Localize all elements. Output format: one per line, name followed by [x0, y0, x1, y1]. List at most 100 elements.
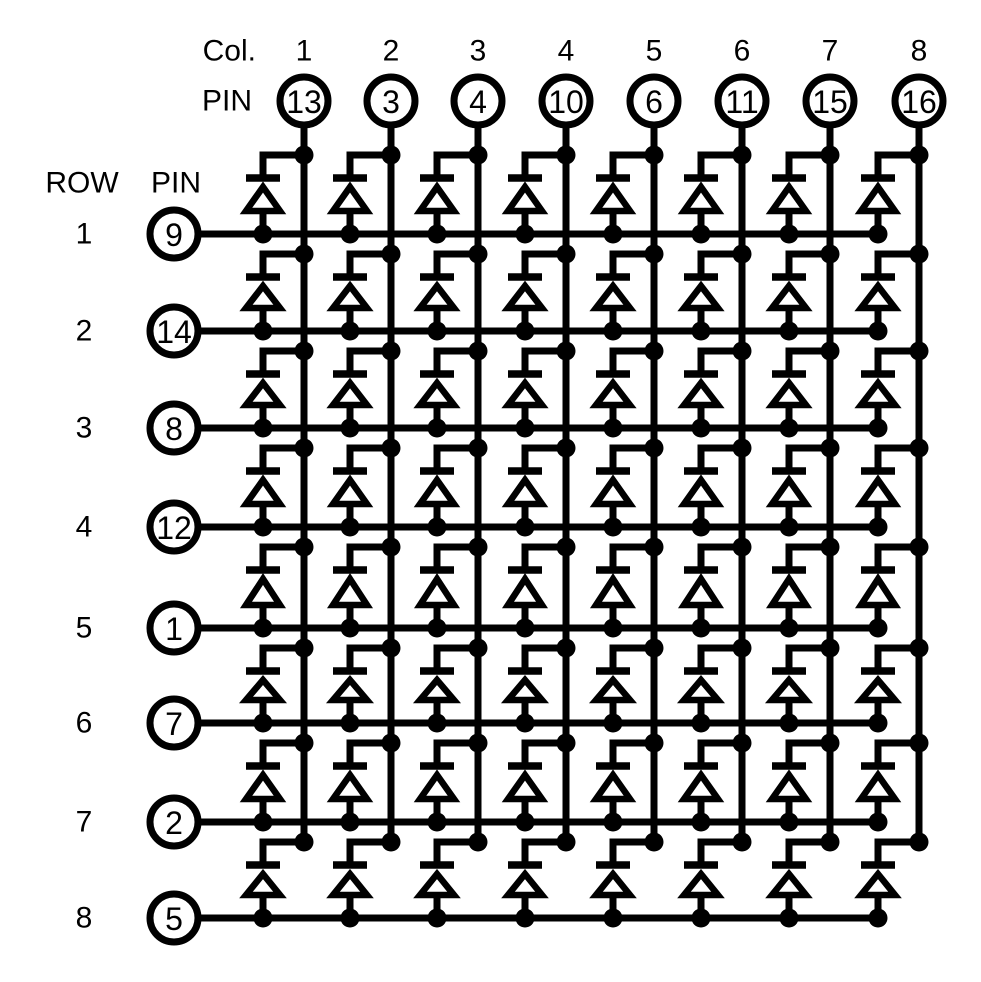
- anode-junction-dot: [515, 321, 535, 341]
- row-number-label: 6: [76, 707, 93, 740]
- diode-triangle: [854, 769, 902, 803]
- anode-junction-dot: [779, 908, 799, 928]
- cathode-wire: [697, 644, 742, 671]
- diode-triangle: [765, 377, 813, 409]
- cathode-junction-dot: [556, 438, 576, 458]
- row-pin-number: 12: [156, 510, 192, 546]
- col-header-label: Col.: [203, 35, 256, 68]
- cathode-wire: [697, 543, 742, 570]
- row-pin-number: 1: [165, 611, 183, 647]
- diode-triangle: [412, 674, 462, 704]
- col-pin-header-label: PIN: [202, 85, 252, 118]
- anode-junction-dot: [340, 618, 360, 638]
- cathode-wire: [259, 838, 304, 865]
- diode-triangle: [677, 769, 725, 803]
- diode-cell-r7c2: [326, 733, 401, 832]
- anode-junction-dot: [253, 321, 273, 341]
- cathode-junction-dot: [556, 537, 576, 557]
- diode-cell-r5c5: [589, 537, 664, 638]
- cathode-junction-dot: [381, 438, 401, 458]
- diode-cell-r1c4: [501, 145, 576, 244]
- cathode-junction-dot: [644, 537, 664, 557]
- cathode-junction-dot: [909, 145, 929, 165]
- diode-triangle: [239, 769, 287, 803]
- diode-triangle: [239, 868, 287, 899]
- anode-junction-dot: [253, 224, 273, 244]
- cathode-wire: [346, 644, 391, 671]
- diode-triangle: [853, 674, 903, 704]
- cathode-wire: [785, 347, 830, 374]
- diode-cell-r3c1: [239, 341, 314, 438]
- anode-junction-dot: [515, 812, 535, 832]
- cathode-wire: [521, 644, 566, 671]
- diode-cell-r2c1: [239, 244, 314, 341]
- diode-cell-r5c6: [677, 537, 752, 638]
- diode-cell-r6c4: [500, 638, 576, 733]
- anode-junction-dot: [691, 418, 711, 438]
- anode-junction-dot: [603, 908, 623, 928]
- anode-junction-dot: [691, 321, 711, 341]
- diode-triangle: [854, 474, 902, 508]
- col-pin-number: 16: [901, 84, 937, 120]
- anode-junction-dot: [868, 713, 888, 733]
- diode-cell-r4c4: [501, 438, 576, 537]
- diode-cell-r4c3: [413, 438, 488, 537]
- row-pin-circle: [146, 400, 202, 456]
- cathode-wire: [785, 250, 830, 277]
- cathode-junction-dot: [468, 341, 488, 361]
- cathode-wire: [259, 644, 304, 671]
- anode-junction-dot: [779, 812, 799, 832]
- cathode-junction-dot: [468, 638, 488, 658]
- diode-triangle: [589, 474, 637, 508]
- cathode-junction-dot: [644, 438, 664, 458]
- diode-cell-r6c5: [588, 638, 664, 733]
- cathode-wire: [433, 250, 478, 277]
- anode-junction-dot: [868, 908, 888, 928]
- diode-cell-r1c7: [765, 145, 840, 244]
- cathode-wire: [874, 543, 919, 570]
- anode-junction-dot: [779, 517, 799, 537]
- diode-triangle: [239, 280, 287, 312]
- anode-junction-dot: [691, 618, 711, 638]
- diode-cell-r7c4: [501, 733, 576, 832]
- diode-triangle: [239, 377, 287, 409]
- col-pin-number: 13: [286, 84, 322, 120]
- cathode-wire: [433, 644, 478, 671]
- anode-junction-dot: [427, 713, 447, 733]
- cathode-wire: [609, 644, 654, 671]
- diode-triangle: [676, 674, 726, 704]
- cathode-junction-dot: [820, 733, 840, 753]
- col-number-label: 7: [822, 35, 839, 68]
- diode-triangle: [413, 868, 461, 899]
- diode-triangle: [501, 474, 549, 508]
- diode-cell-r3c3: [413, 341, 488, 438]
- cathode-junction-dot: [732, 832, 752, 852]
- cathode-junction-dot: [556, 638, 576, 658]
- diode-cell-r8c4: [501, 832, 576, 928]
- anode-junction-dot: [691, 224, 711, 244]
- cathode-wire: [785, 151, 830, 178]
- col-pin-number: 3: [382, 84, 400, 120]
- diode-cell-r5c2: [326, 537, 401, 638]
- diode-triangle: [413, 377, 461, 409]
- row-pin-circle: [146, 890, 202, 946]
- cathode-junction-dot: [732, 733, 752, 753]
- diode-cell-r1c8: [854, 145, 929, 244]
- col-number-label: 6: [734, 35, 751, 68]
- cathode-junction-dot: [556, 341, 576, 361]
- diode-triangle: [854, 377, 902, 409]
- col-pin-circle: [626, 73, 682, 129]
- cathode-wire: [697, 838, 742, 865]
- diode-triangle: [501, 573, 549, 609]
- col-pin-circle: [538, 73, 594, 129]
- cathode-junction-dot: [732, 438, 752, 458]
- anode-junction-dot: [427, 517, 447, 537]
- cathode-junction-dot: [820, 438, 840, 458]
- row-pin-circle: [146, 303, 202, 359]
- anode-junction-dot: [603, 321, 623, 341]
- diode-cell-r5c1: [239, 537, 314, 638]
